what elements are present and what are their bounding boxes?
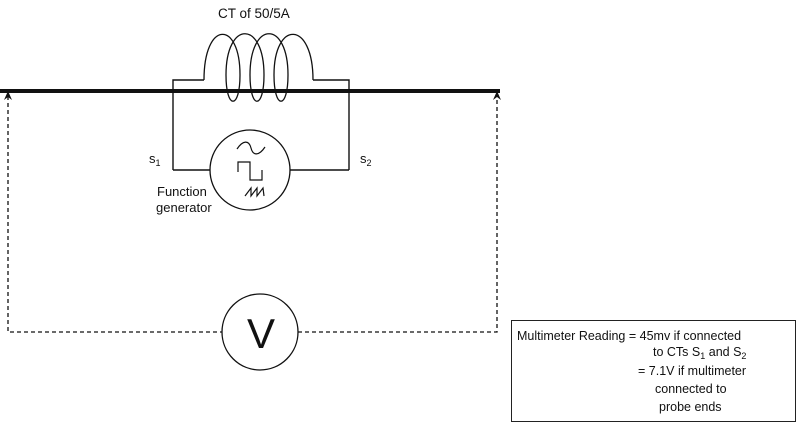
note-line-2-mid: and S [705, 345, 742, 359]
terminal-s1-label: s1 [149, 151, 161, 171]
function-generator-label-line1: Function [157, 184, 207, 199]
probe-lead-left [7, 96, 222, 333]
voltmeter-symbol [221, 293, 299, 371]
ct-left-lead [172, 79, 204, 170]
sawtooth-wave-icon [244, 186, 265, 198]
sine-wave-icon [236, 141, 266, 155]
ct-coil [203, 33, 314, 102]
function-generator-label-line2: generator [156, 200, 212, 215]
note-line-2-prefix: to CTs S [653, 345, 701, 359]
note-line-2-sub2: 2 [741, 351, 747, 361]
terminal-s1-sub: 1 [155, 158, 161, 168]
ct-label: CT of 50/5A [218, 6, 290, 21]
note-line-5: probe ends [659, 400, 722, 414]
terminal-s2-sub: 2 [366, 158, 372, 168]
terminal-s2-base: s [360, 151, 367, 166]
probe-arrow-right-icon [493, 91, 501, 100]
ct-right-lead [313, 79, 350, 170]
probe-lead-right [298, 96, 498, 333]
note-line-1: Multimeter Reading = 45mv if connected [517, 329, 742, 343]
note-line-2-sub1: 1 [700, 351, 706, 361]
voltmeter-label: V [247, 310, 276, 357]
note-line-2: to CTs S1 and S2 [653, 345, 746, 364]
probe-arrow-left-icon [4, 91, 12, 100]
note-line-4: connected to [655, 382, 727, 396]
note-line-3: = 7.1V if multimeter [638, 364, 747, 378]
multimeter-reading-note: Multimeter Reading = 45mv if connected t… [511, 320, 796, 422]
terminal-s1-base: s [149, 151, 156, 166]
square-wave-icon [237, 161, 263, 181]
terminal-s2-label: s2 [360, 151, 372, 171]
